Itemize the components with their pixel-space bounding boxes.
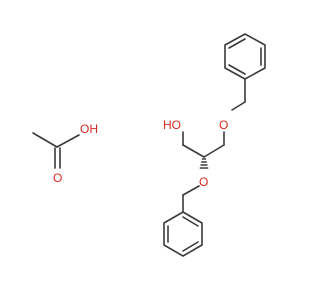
bond-upper-ch2-o <box>231 101 246 111</box>
lower-ring-double-1 <box>182 216 199 227</box>
upper-ring-double-1 <box>228 38 246 49</box>
bond-lower-o-ch2 <box>182 185 200 196</box>
acetic-acid-carbonyl-o-label: O <box>53 171 62 185</box>
lower-ring-hexagon <box>163 211 203 257</box>
hydroxyl-label: HO <box>163 118 181 132</box>
ether-upper-o-label: O <box>219 118 228 132</box>
bond-chiral-ch2oh <box>182 144 205 158</box>
lower-ring-double-2 <box>182 241 199 252</box>
structure-canvas: OH O O HO <box>32 33 266 257</box>
chemical-structure-diagram: OH O O HO <box>32 33 266 257</box>
bond-ch2-chiral <box>203 144 225 158</box>
acetic-acid: OH O <box>32 122 98 185</box>
bond-methyl-carbonyl <box>32 132 58 148</box>
upper-ring-double-3 <box>228 64 246 75</box>
acetic-acid-oh-label: OH <box>80 122 98 136</box>
ether-lower-o-label: O <box>199 175 208 189</box>
upper-benzene-ring <box>224 33 266 80</box>
lower-benzene-ring <box>163 211 203 257</box>
bond-carbonyl-hydroxyl <box>56 134 80 148</box>
stereo-hash-bond <box>199 158 209 169</box>
dibenzyl-glycerol: O HO O <box>163 33 266 257</box>
upper-ring-hexagon <box>224 33 266 80</box>
